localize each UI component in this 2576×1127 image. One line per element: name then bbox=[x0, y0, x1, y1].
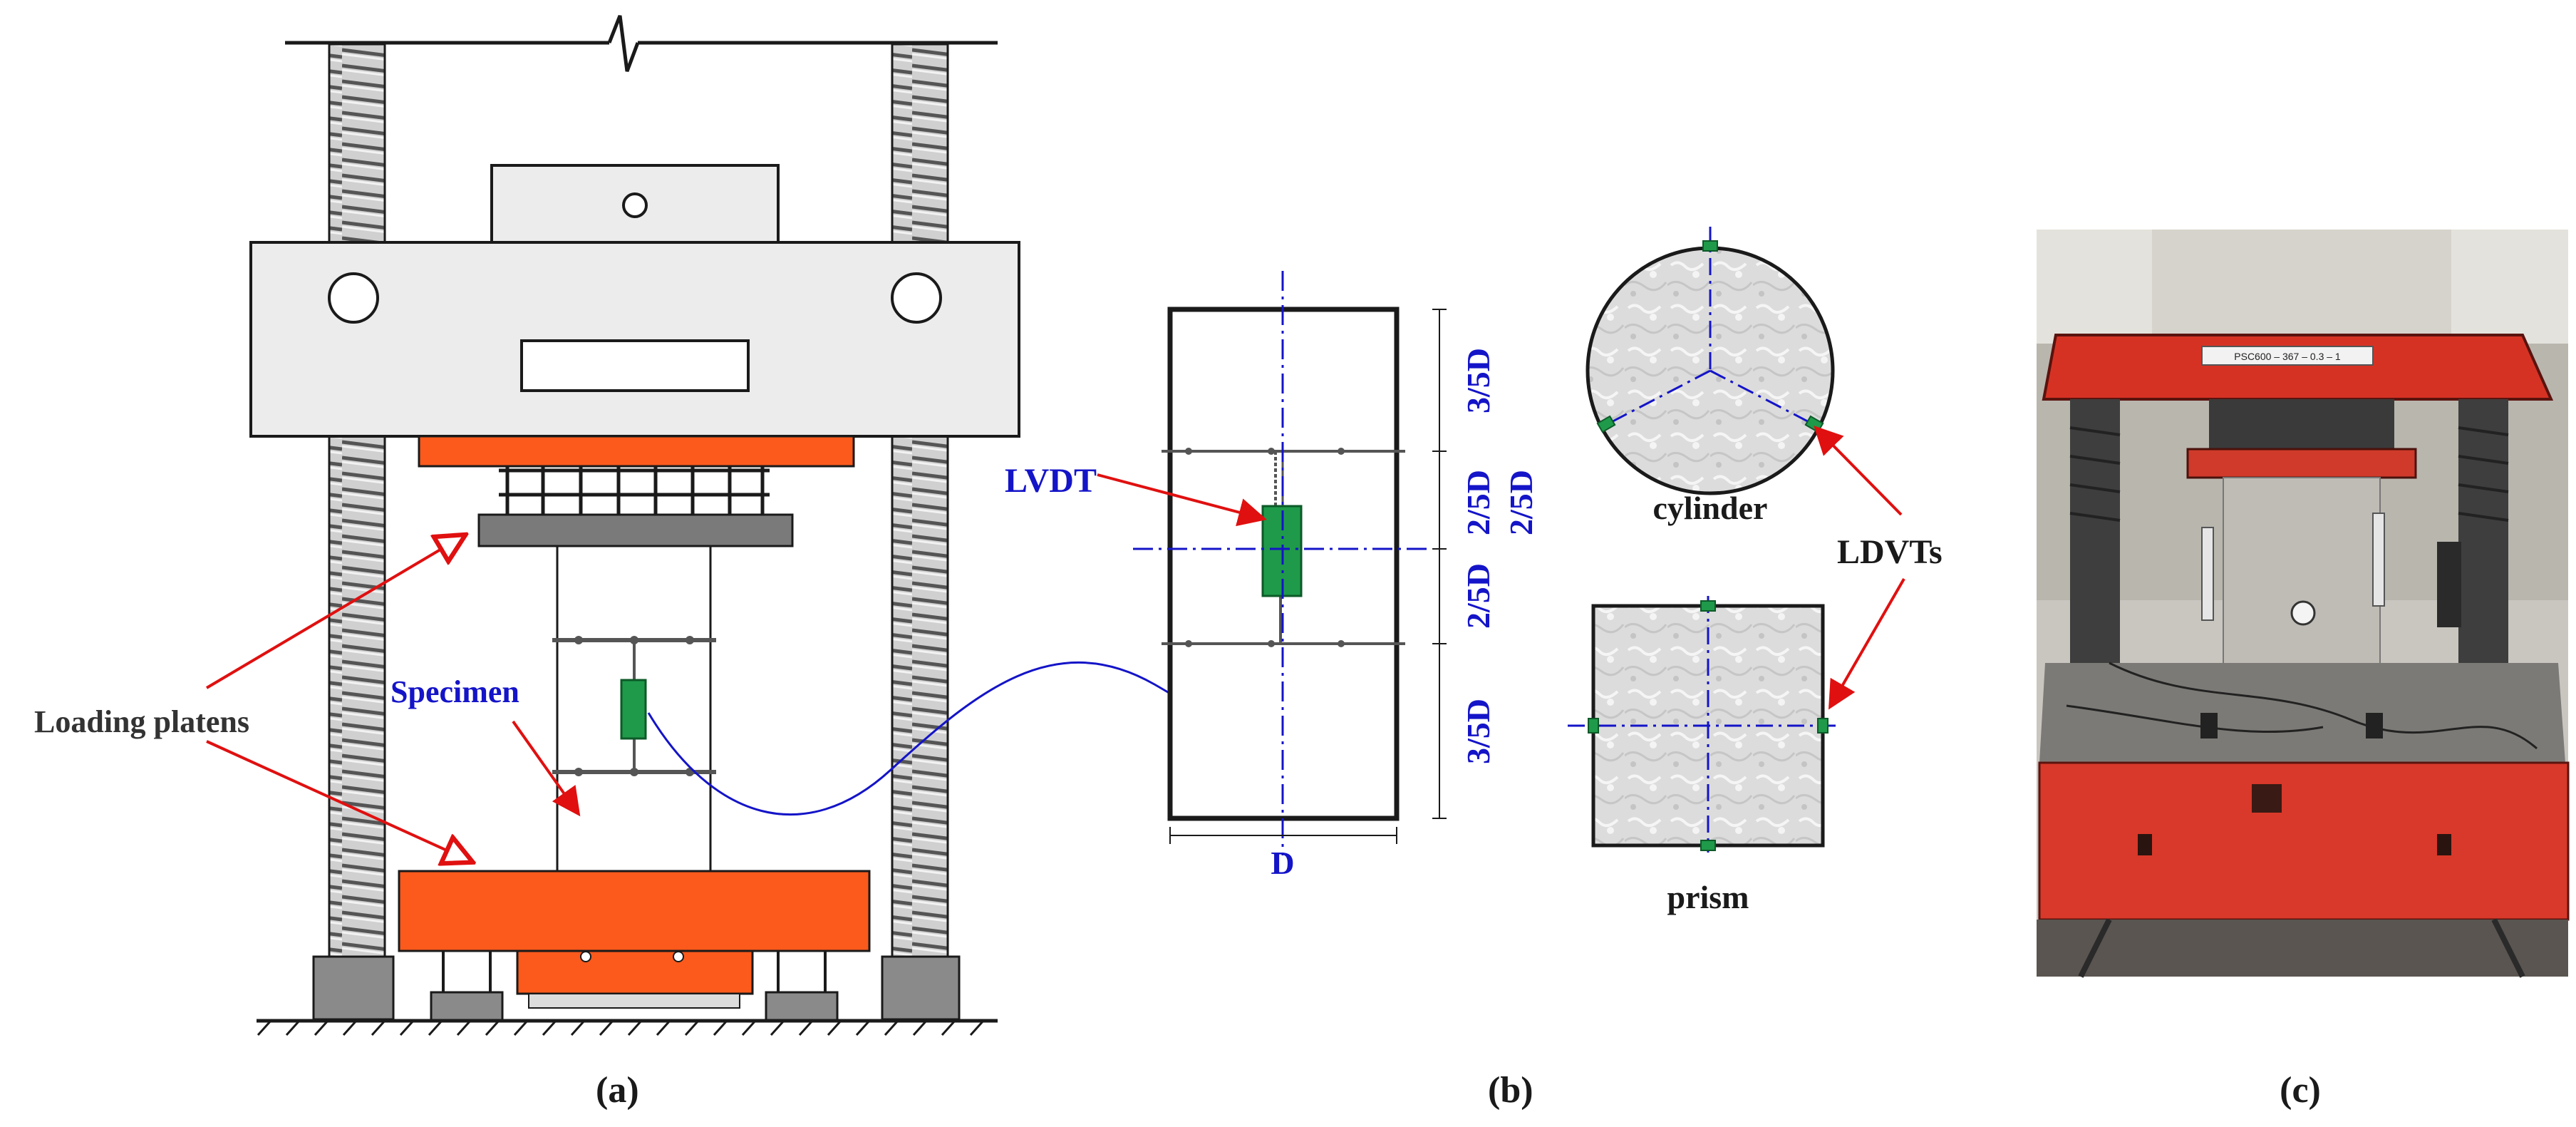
loading-platens-arrow-lower bbox=[206, 740, 470, 861]
dim-upper-mid: 2/5D bbox=[1460, 470, 1496, 535]
left-threaded-column bbox=[328, 43, 386, 965]
dim-lower-mid: 2/5D bbox=[1460, 563, 1496, 629]
lvdt-label: LVDT bbox=[1005, 462, 1097, 500]
ldvts-label: LDVTs bbox=[1837, 533, 1943, 571]
ldvts-arrow-lower bbox=[1828, 577, 1905, 710]
caption-a: (a) bbox=[596, 1070, 639, 1111]
loading-platens-arrow-upper bbox=[205, 536, 463, 689]
upper-orange-platen bbox=[418, 435, 855, 468]
panel-b-layout-drawing bbox=[1097, 271, 1447, 855]
dim-center-right: 2/5D bbox=[1503, 470, 1539, 535]
dim-top: 3/5D bbox=[1460, 348, 1496, 413]
photo-plate-text: PSC600 – 367 – 0.3 – 1 bbox=[2234, 351, 2341, 362]
specimen-column bbox=[556, 545, 712, 873]
prism-cross-section bbox=[1568, 596, 1838, 853]
loading-platens-label: Loading platens bbox=[34, 704, 249, 739]
panel-a-machine-drawing bbox=[205, 15, 1256, 1036]
width-d-label: D bbox=[1271, 845, 1294, 881]
cylinder-label: cylinder bbox=[1653, 490, 1768, 526]
right-threaded-column bbox=[891, 43, 949, 965]
caption-c: (c) bbox=[2280, 1070, 2321, 1111]
lvdt-detail-connector bbox=[647, 661, 1256, 815]
specimen-lvdt bbox=[620, 679, 647, 740]
panel-c-photo: PSC600 – 367 – 0.3 – 1 bbox=[2037, 230, 2570, 978]
upper-gray-platen bbox=[477, 513, 794, 547]
cylinder-cross-section bbox=[1586, 227, 1835, 495]
lvdt-arrow bbox=[1097, 473, 1267, 527]
lower-orange-platen bbox=[398, 870, 871, 952]
prism-label: prism bbox=[1667, 879, 1749, 915]
dim-bottom: 3/5D bbox=[1460, 699, 1496, 764]
ldvts-arrow-upper bbox=[1814, 426, 1903, 516]
caption-b: (b) bbox=[1488, 1070, 1533, 1111]
specimen-arrow bbox=[512, 720, 581, 817]
specimen-label: Specimen bbox=[390, 674, 519, 709]
